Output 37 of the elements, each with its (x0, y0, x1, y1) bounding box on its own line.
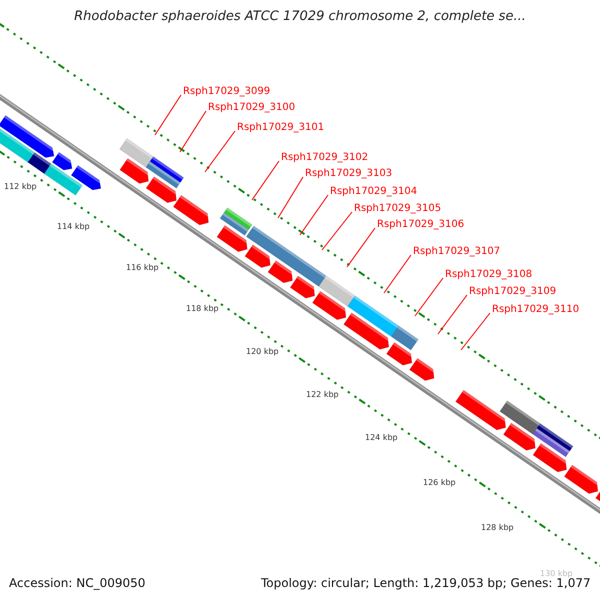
scale-label: 114 kbp (57, 223, 90, 231)
scale-label: 126 kbp (423, 479, 456, 487)
leader-line (278, 176, 304, 218)
leader-line (180, 110, 206, 152)
gene-label: Rsph17029_3099 (183, 87, 270, 97)
scale-label: 122 kbp (306, 391, 339, 399)
scale-label: 128 kbp (481, 524, 514, 532)
scale-label: 116 kbp (126, 264, 159, 272)
leader-line (154, 94, 182, 136)
gene-label: Rsph17029_3107 (413, 247, 500, 257)
scale-label: 120 kbp (246, 348, 279, 356)
footer-text: Accession: NC_009050 (9, 577, 146, 589)
footer-text: Topology: circular; Length: 1,219,053 bp; Genes: 1,077 (261, 577, 591, 589)
gene-label: Rsph17029_3105 (354, 204, 442, 214)
gene-label: Rsph17029_3103 (305, 169, 392, 179)
gene-label: Rsph17029_3104 (330, 187, 418, 197)
leader-line (252, 160, 280, 200)
leader-line (322, 212, 352, 250)
leader-line (460, 312, 490, 350)
gene-label: Rsph17029_3108 (445, 270, 532, 280)
scale-label: 130 kbp (540, 570, 573, 578)
gene-label: Rsph17029_3102 (281, 153, 368, 163)
gene-label: Rsph17029_3106 (377, 220, 464, 230)
map-title: Rhodobacter sphaeroides ATCC 17029 chromosome 2, complete se... (73, 10, 527, 23)
leader-line (300, 194, 328, 236)
scale-label: 112 kbp (4, 183, 37, 191)
leader-line (384, 254, 412, 294)
leader-line (414, 278, 444, 316)
gene-label: Rsph17029_3109 (469, 287, 556, 297)
scale-label: 118 kbp (186, 305, 219, 313)
gene-label: Rsph17029_3101 (237, 123, 324, 133)
scale-label: 124 kbp (365, 434, 398, 442)
leader-line (438, 294, 468, 334)
leader-line (204, 130, 236, 172)
gene-label: Rsph17029_3110 (492, 305, 580, 315)
leader-line (346, 228, 376, 268)
gene-label: Rsph17029_3100 (208, 103, 296, 113)
